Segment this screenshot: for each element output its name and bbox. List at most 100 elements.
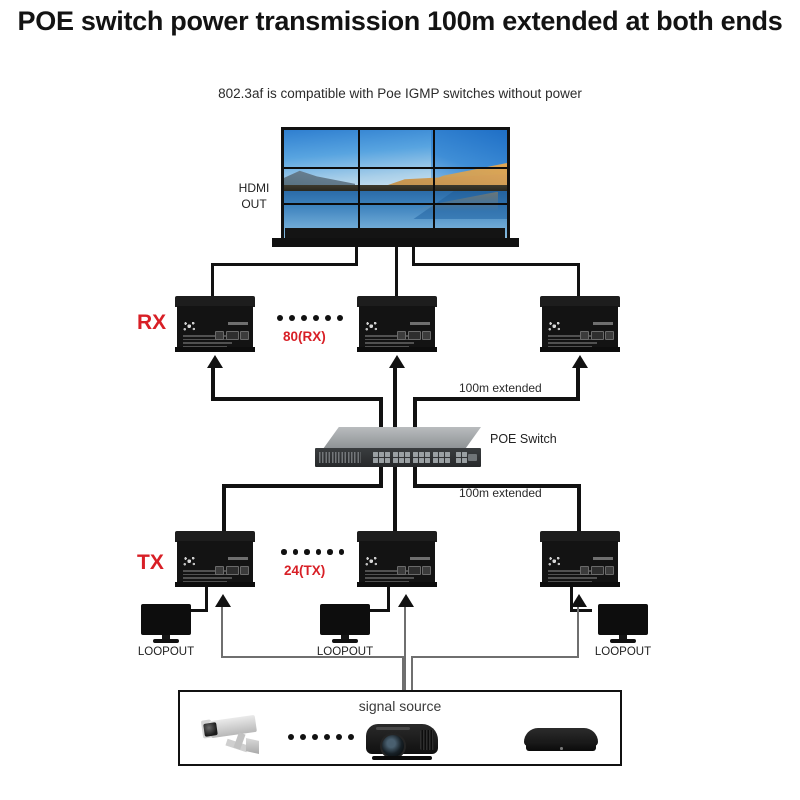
- wire-switch-to-rx1-drop: [379, 397, 383, 427]
- cctv-camera[interactable]: [196, 714, 270, 762]
- wire-switch-to-tx3-c: [577, 484, 581, 532]
- video-wall-display: [281, 127, 510, 243]
- tx-unit-1[interactable]: [175, 531, 255, 587]
- device-spec-text: [548, 570, 600, 584]
- wire-switch-to-rx1-v: [211, 368, 215, 400]
- wire-source-to-tx3-h: [411, 656, 579, 658]
- monitor-neck: [162, 635, 170, 640]
- stb-base: [526, 742, 596, 751]
- wire-wall-to-rx1-a: [355, 247, 358, 265]
- wire-wall-to-rx1-c: [211, 263, 214, 307]
- device-foot: [175, 582, 255, 587]
- device-ports: [397, 566, 431, 575]
- brand-logo-icon: [183, 556, 196, 566]
- device-foot: [357, 347, 437, 352]
- brand-text: [593, 322, 613, 325]
- device-ports: [580, 331, 614, 340]
- upper-100m-extended-label: 100m extended: [459, 381, 542, 395]
- device-body: [177, 306, 253, 348]
- brand-logo-icon: [365, 321, 378, 331]
- camera-lens-icon: [203, 722, 218, 737]
- wire-switch-to-rx3-h: [413, 397, 580, 401]
- wire-switch-to-rx2: [393, 368, 397, 427]
- device-foot: [540, 582, 620, 587]
- wire-switch-to-rx1-h: [211, 397, 383, 401]
- loopout-label-3: LOOPOUT: [594, 646, 652, 658]
- device-foot: [540, 347, 620, 352]
- wire-tx2-to-loopout-v: [387, 587, 390, 611]
- page-title: POE switch power transmission 100m exten…: [17, 6, 783, 36]
- wire-switch-to-rx3-drop: [413, 397, 417, 427]
- brand-text: [410, 322, 430, 325]
- device-spec-text: [183, 335, 235, 349]
- arrow-switch-to-rx3: [572, 355, 588, 368]
- tx-unit-2[interactable]: [357, 531, 437, 587]
- wire-source-to-tx3-v: [577, 607, 579, 658]
- switch-port-group-2: [393, 452, 410, 463]
- arrow-switch-to-rx1: [207, 355, 223, 368]
- wire-source-to-tx1-v: [221, 607, 223, 658]
- rx-unit-3[interactable]: [540, 296, 620, 352]
- loopout-monitor-1[interactable]: [141, 604, 191, 646]
- poe-switch-label: POE Switch: [490, 432, 557, 446]
- arrow-source-to-tx1: [215, 594, 231, 607]
- loopout-label-1: LOOPOUT: [137, 646, 195, 658]
- brand-text: [228, 557, 248, 560]
- wire-source-to-tx1-drop: [402, 656, 404, 692]
- rx-unit-2[interactable]: [357, 296, 437, 352]
- wire-switch-to-tx1-b: [222, 484, 383, 488]
- hdmi-out-line1: HDMI: [238, 181, 270, 195]
- video-wall-grid: [284, 130, 507, 240]
- device-spec-text: [548, 335, 600, 349]
- brand-logo-icon: [365, 556, 378, 566]
- wire-tx1-to-loopout-v: [205, 587, 208, 611]
- device-body: [359, 306, 435, 348]
- switch-port-group-4: [433, 452, 450, 463]
- hdmi-out-line2: OUT: [241, 197, 267, 212]
- monitor-neck: [341, 635, 349, 640]
- signal-source-title: signal source: [358, 698, 442, 714]
- wire-switch-to-tx1-c: [222, 484, 226, 532]
- monitor-screen: [141, 604, 191, 635]
- wire-tx3-to-loopout-h: [570, 609, 592, 612]
- projector[interactable]: [366, 722, 438, 760]
- device-spec-text: [365, 570, 417, 584]
- device-top-lid: [540, 531, 620, 542]
- wire-switch-to-rx3-v: [576, 368, 580, 400]
- device-body: [542, 541, 618, 583]
- projector-lens-icon: [380, 733, 406, 759]
- wire-wall-to-rx1-b: [211, 263, 358, 266]
- wire-source-to-tx3-drop: [411, 656, 413, 692]
- device-top-lid: [175, 296, 255, 307]
- device-foot: [357, 582, 437, 587]
- brand-text: [593, 557, 613, 560]
- switch-port-group-3: [413, 452, 430, 463]
- wire-switch-to-tx2: [393, 467, 397, 532]
- device-foot: [175, 347, 255, 352]
- video-wall-base: [272, 238, 519, 247]
- device-ports: [215, 331, 249, 340]
- wire-wall-to-rx3-c: [577, 263, 580, 307]
- device-body: [542, 306, 618, 348]
- wall-scene-image: [284, 130, 507, 240]
- loopout-monitor-2[interactable]: [320, 604, 370, 646]
- arrow-source-to-tx3: [571, 594, 587, 607]
- lower-100m-extended-label: 100m extended: [459, 486, 542, 500]
- tx-group-label: TX: [137, 551, 164, 574]
- rx-count-label: 80(RX): [283, 329, 326, 344]
- source-ellipsis-dots: [288, 734, 354, 740]
- stb-led-icon: [560, 747, 563, 750]
- wire-source-to-tx1-h: [221, 656, 404, 658]
- device-ports: [397, 331, 431, 340]
- device-top-lid: [357, 531, 437, 542]
- rx-unit-1[interactable]: [175, 296, 255, 352]
- poe-switch[interactable]: [315, 427, 481, 467]
- tx-unit-3[interactable]: [540, 531, 620, 587]
- device-body: [359, 541, 435, 583]
- tx-ellipsis-dots: [281, 549, 344, 555]
- loopout-monitor-3[interactable]: [598, 604, 648, 646]
- monitor-screen: [598, 604, 648, 635]
- set-top-box[interactable]: [524, 728, 598, 754]
- monitor-base: [153, 639, 179, 643]
- device-spec-text: [183, 570, 235, 584]
